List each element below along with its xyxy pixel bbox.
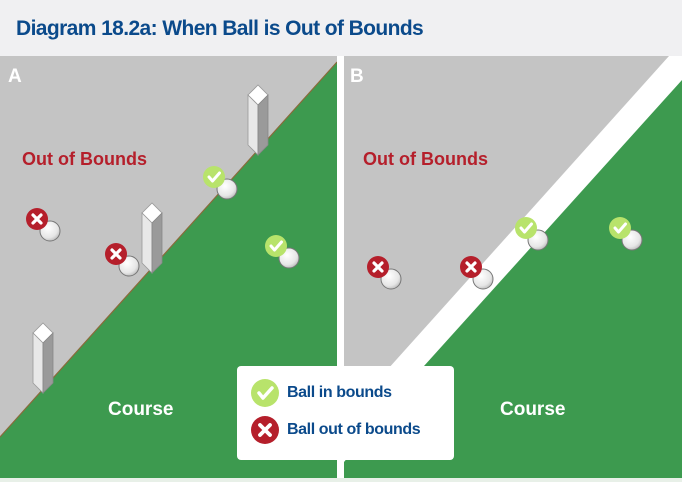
boundary-line <box>0 61 338 438</box>
check-icon <box>201 164 227 190</box>
cross-icon <box>458 254 484 280</box>
cross-icon <box>24 206 50 232</box>
out-of-bounds-label: Out of Bounds <box>363 149 488 169</box>
legend-item-out-of-bounds: Ball out of bounds <box>251 416 421 444</box>
cross-icon <box>103 241 129 267</box>
boundary-stake <box>247 84 269 156</box>
course-label: Course <box>500 399 565 420</box>
check-icon <box>251 379 279 407</box>
course-label: Course <box>108 399 173 420</box>
panel-label: A <box>8 66 22 87</box>
out-of-bounds-label: Out of Bounds <box>22 149 147 169</box>
boundary-stake <box>32 322 54 394</box>
diagram-title: Diagram 18.2a: When Ball is Out of Bound… <box>16 17 424 40</box>
panel-divider <box>337 56 344 482</box>
cross-icon <box>251 416 279 444</box>
legend-item-in-bounds: Ball in bounds <box>251 379 392 407</box>
legend: Ball in bounds Ball out of bounds <box>237 366 454 460</box>
check-icon <box>263 233 289 259</box>
legend-label: Ball in bounds <box>287 384 392 401</box>
bottom-border <box>0 478 682 482</box>
legend-label: Ball out of bounds <box>287 421 421 438</box>
panel-label: B <box>350 66 364 87</box>
check-icon <box>607 215 633 241</box>
check-icon <box>513 215 539 241</box>
boundary-stake <box>141 202 163 274</box>
cross-icon <box>365 254 391 280</box>
